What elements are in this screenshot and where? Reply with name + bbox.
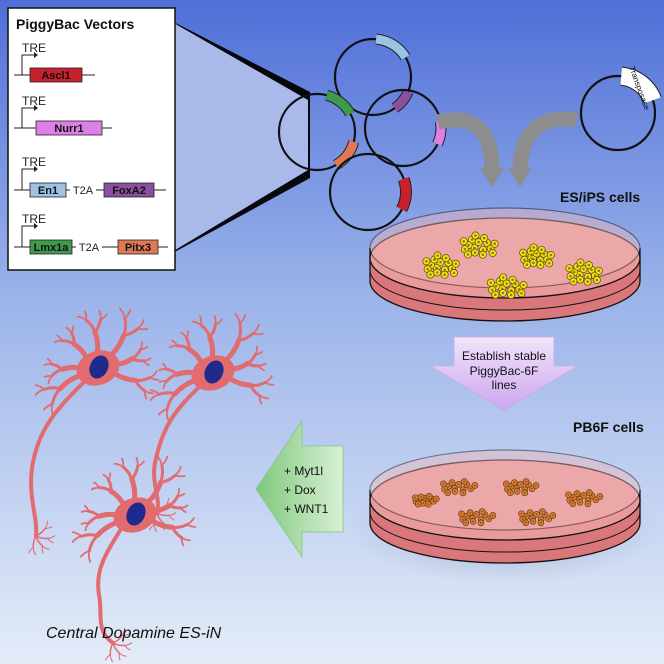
gene-label-pitx3: Pitx3 (125, 242, 151, 254)
plasmid-cluster: Transposase (277, 33, 662, 232)
cell-colony (565, 489, 604, 508)
factor-dox: + Dox (284, 483, 316, 497)
promoter-arrow-icon (21, 168, 34, 182)
pb6f-colonies (411, 478, 604, 527)
establish-lines-arrow: Establish stable PiggyBac-6F lines (428, 336, 580, 411)
tre-promoter-label: TRE (22, 94, 46, 108)
es-ips-label: ES/iPS cells (560, 189, 640, 205)
neuron-top-left (28, 307, 160, 556)
cell-colony (458, 508, 497, 527)
gene-box-pitx3 (117, 239, 159, 255)
es-colonies (422, 231, 603, 299)
construct-lmx1a-pitx3: TRE Lmx1a T2A Pitx3 (14, 212, 168, 255)
neuron-bottom (71, 454, 197, 663)
tre-promoter-label: TRE (22, 155, 46, 169)
gene-label-foxa2: FoxA2 (112, 185, 146, 197)
construct-nurr1: TRE Nurr1 (14, 94, 112, 136)
factor-myt1l: + Myt1l (284, 464, 323, 478)
vectors-box-title: PiggyBac Vectors (16, 16, 134, 32)
gene-label-lmx1a: Lmx1a (34, 242, 70, 254)
tre-promoter-label: TRE (22, 212, 46, 226)
gene-box-lmx1a (29, 239, 73, 255)
arrowhead-left-icon (480, 168, 504, 187)
promoter-arrowhead-icon (34, 105, 38, 111)
gene-label-ascl1: Ascl1 (41, 70, 70, 82)
cell-colony (502, 478, 540, 497)
promoter-arrowhead-icon (34, 166, 38, 172)
promoter-arrowhead-icon (34, 52, 38, 58)
plasmid-lmx1a-pitx3 (277, 89, 360, 172)
curved-arrow-right (512, 111, 579, 171)
construct-ascl1: TRE Ascl1 (14, 41, 95, 83)
gene-box-en1 (29, 182, 67, 198)
promoter-arrow-icon (21, 225, 34, 239)
promoter-arrowhead-icon (34, 223, 38, 229)
linker-label-t2a: T2A (73, 185, 94, 197)
zoom-wedge-inner (172, 22, 308, 252)
neuron-top-right (149, 312, 275, 533)
tre-promoter-label: TRE (22, 41, 46, 55)
curved-arrow-left (436, 112, 500, 171)
gene-label-en1: En1 (38, 185, 58, 197)
pb6f-label: PB6F cells (573, 419, 644, 435)
promoter-arrow-icon (21, 54, 34, 68)
plasmid-ascl1 (328, 152, 412, 232)
dish-es-ips (357, 207, 653, 332)
gene-box-foxa2 (103, 182, 155, 198)
establish-line-2: PiggyBac-6F (470, 364, 539, 378)
promoter-arrow-icon (21, 107, 34, 121)
dish-pb6f (347, 449, 663, 584)
gene-label-nurr1: Nurr1 (54, 123, 83, 135)
result-caption: Central Dopamine ES-iN (46, 625, 222, 642)
cell-colony (565, 258, 603, 286)
plasmid-en1-foxa2 (333, 33, 414, 117)
cell-colony (486, 273, 528, 299)
establish-line-3: lines (492, 378, 517, 392)
gene-box-ascl1 (29, 67, 83, 83)
cell-colony (440, 478, 479, 497)
cell-colony (519, 243, 555, 269)
gene-box-nurr1 (35, 120, 103, 136)
piggybac-vectors-box: PiggyBac Vectors TRE Ascl1 TRE Nurr1 TRE (7, 7, 176, 271)
cell-colony (422, 251, 460, 279)
transfection-arrows (436, 111, 579, 187)
cell-colony (518, 508, 557, 527)
construct-en1-foxa2: TRE En1 T2A FoxA2 (14, 155, 166, 198)
cell-colony (459, 231, 499, 259)
establish-line-1: Establish stable (462, 349, 546, 363)
conversion-arrow: + Myt1l + Dox + WNT1 (255, 419, 344, 559)
arrowhead-right-icon (508, 168, 532, 187)
cell-colony (411, 492, 440, 508)
linker-label-t2a: T2A (79, 242, 100, 254)
factor-wnt1: + WNT1 (284, 502, 329, 516)
